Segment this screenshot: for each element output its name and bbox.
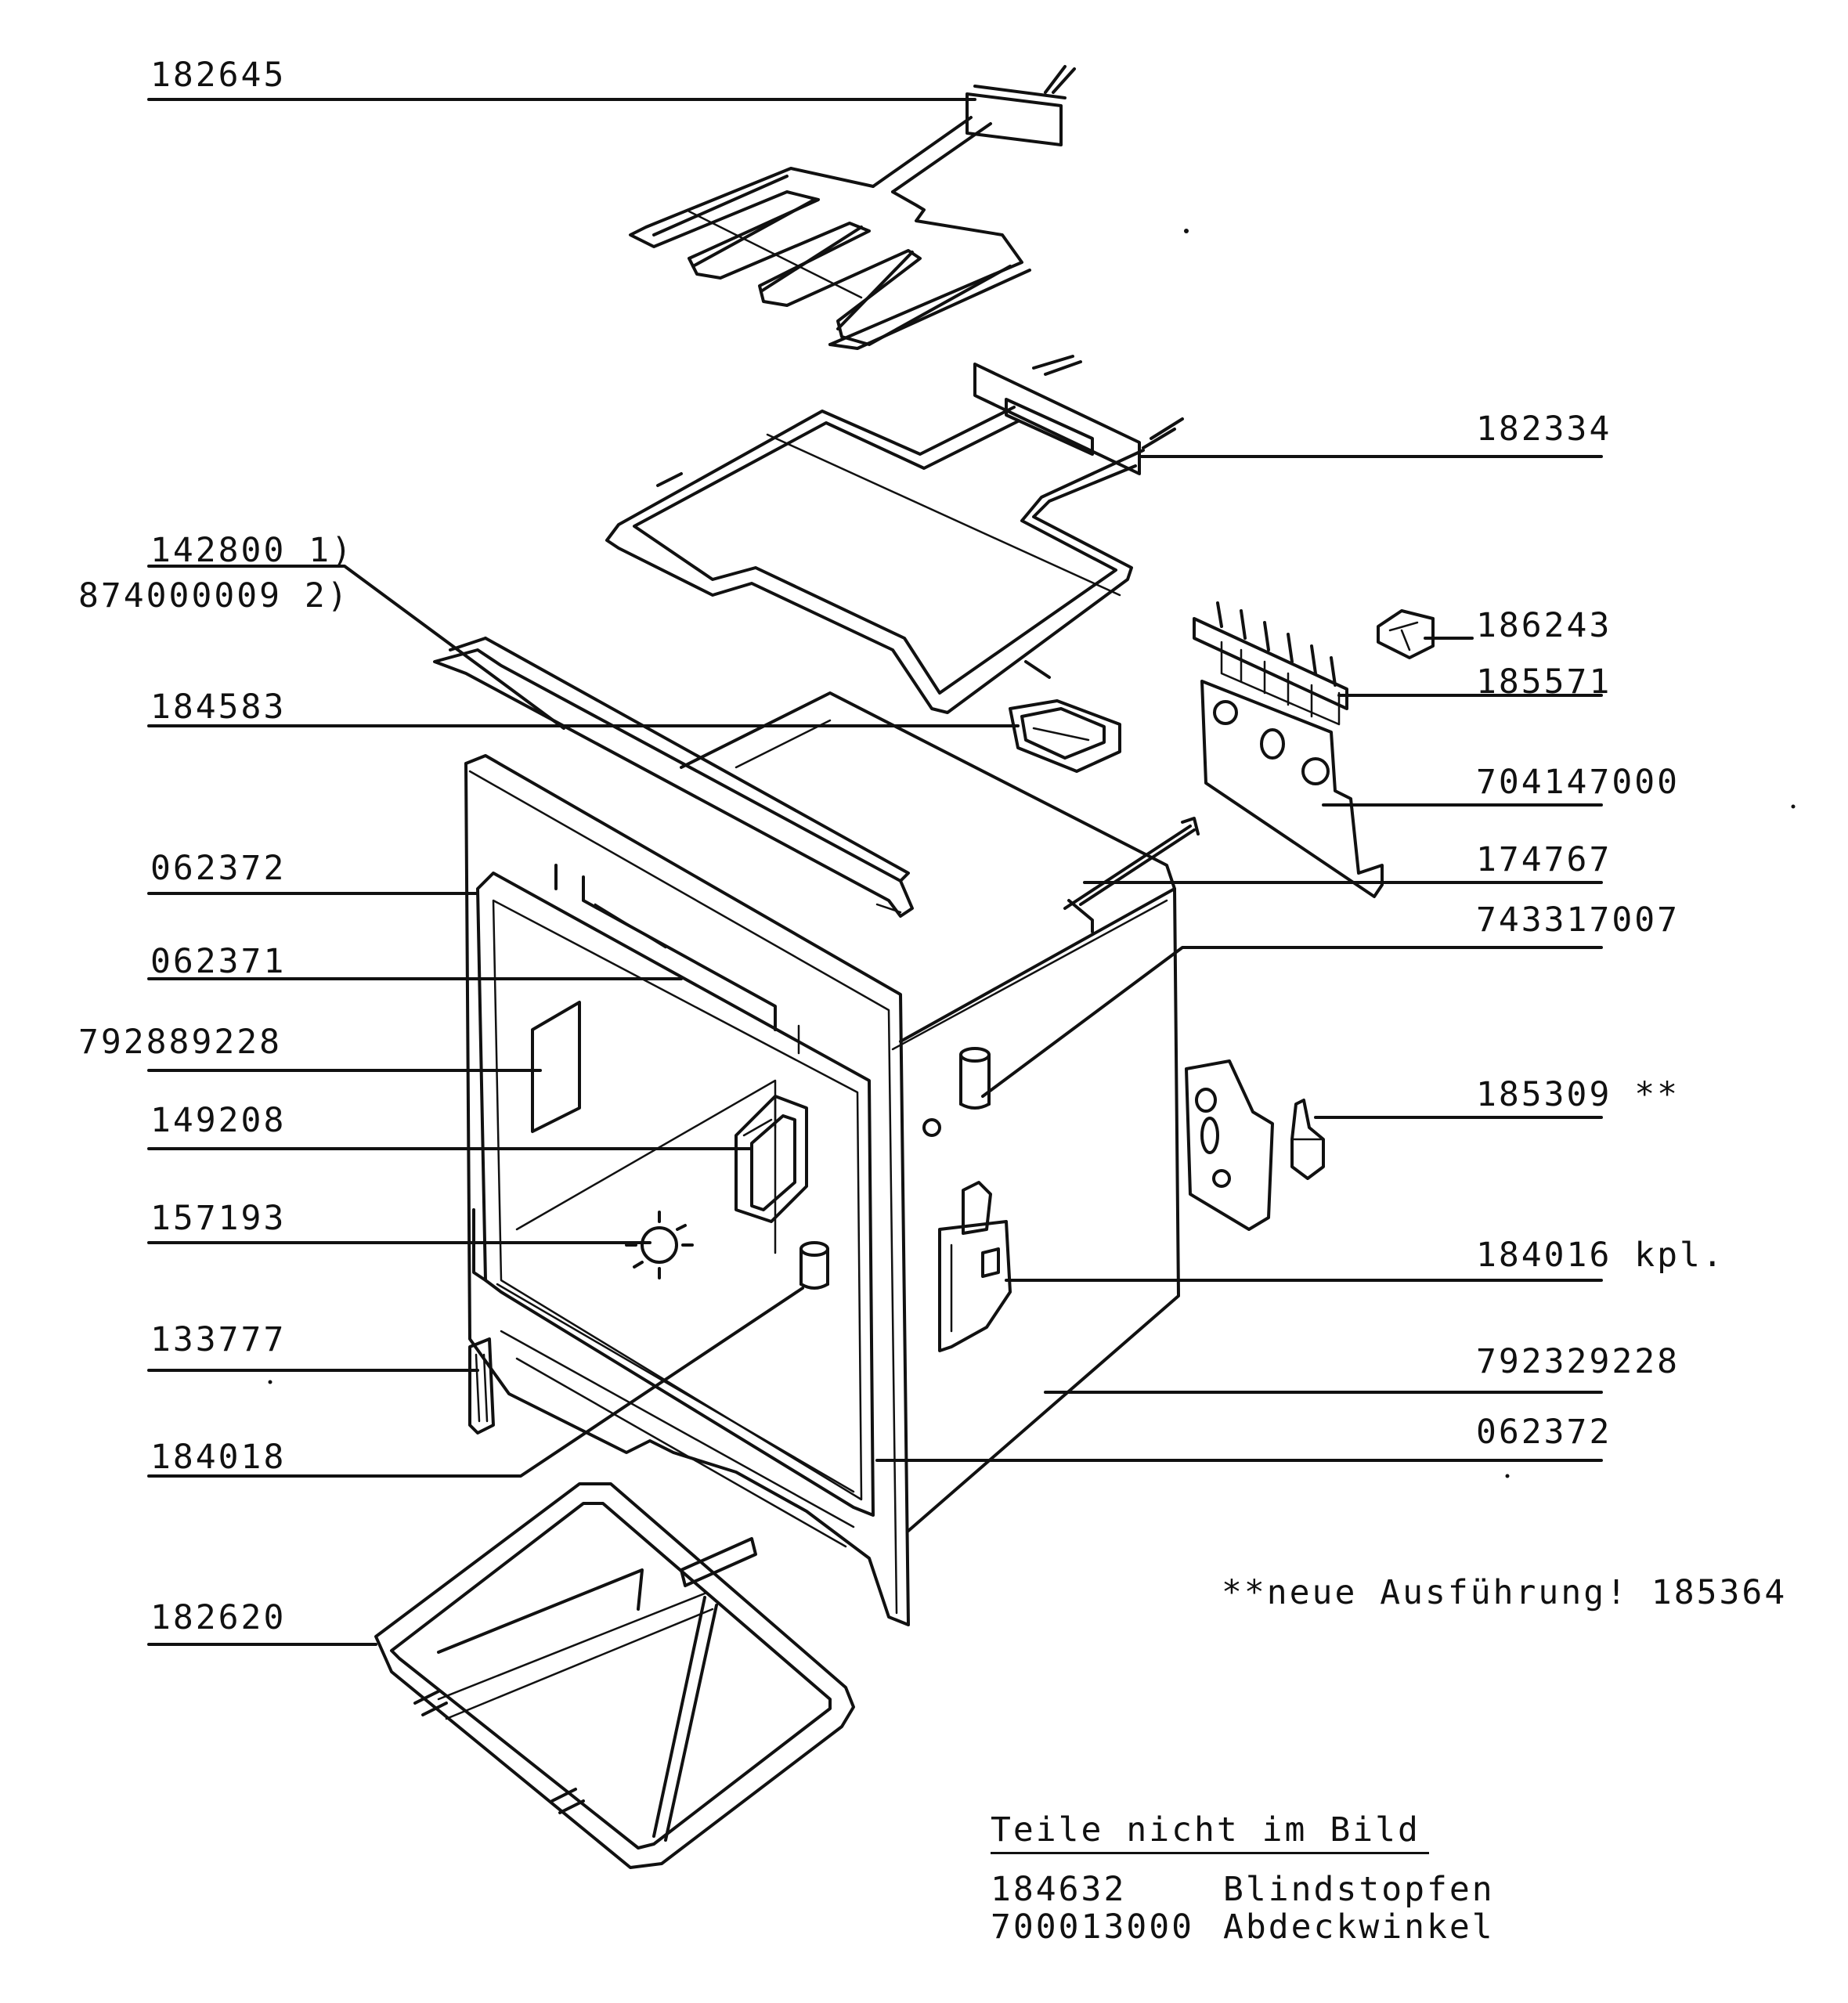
parts-not-shown-name-1: Blindstopfen (1223, 1870, 1495, 1909)
part-label-184016: 184016 kpl. (1476, 1236, 1725, 1275)
part-label-142800: 142800 1) (150, 531, 354, 570)
part-label-149208: 149208 (150, 1101, 287, 1140)
part-label-185309: 185309 ** (1476, 1075, 1680, 1114)
glass-panel (531, 1001, 581, 1133)
small-knob (799, 1241, 829, 1290)
terminal-block (1193, 601, 1348, 726)
part-label-182645: 182645 (150, 56, 287, 95)
leader-184018 (147, 1287, 804, 1478)
part-label-182620: 182620 (150, 1598, 287, 1637)
part-label-062372-top: 062372 (150, 849, 287, 888)
part-label-184583: 184583 (150, 688, 287, 727)
leader-lines (147, 98, 1603, 1646)
part-label-743317007: 743317007 (1476, 900, 1680, 940)
part-label-874000009: 874000009 2) (78, 576, 350, 615)
parts-not-shown-name-2: Abdeckwinkel (1223, 1907, 1495, 1947)
fan-cover (625, 1211, 694, 1279)
part-label-062371: 062371 (150, 942, 287, 981)
oven-muffle-body (464, 691, 1180, 1626)
side-bracket (1185, 1059, 1274, 1231)
part-label-174767: 174767 (1476, 840, 1612, 879)
lamp-cover (735, 1095, 808, 1223)
part-label-792329228: 792329228 (1476, 1342, 1680, 1381)
lamp-holder (1009, 699, 1121, 773)
cylinder-sensor (922, 1047, 991, 1137)
small-bracket (1063, 817, 1200, 933)
part-label-062372-bottom: 062372 (1476, 1413, 1612, 1452)
plug-holder (1377, 609, 1435, 659)
heading-underline (991, 1852, 1429, 1854)
leader-142800 (147, 565, 565, 730)
part-label-185571: 185571 (1476, 662, 1612, 702)
new-version-note: **neue Ausführung! 185364 (1222, 1573, 1788, 1612)
parts-not-shown-heading: Teile nicht im Bild (991, 1810, 1420, 1850)
lower-heating-element (605, 355, 1184, 714)
bottom-heating-element (374, 1482, 855, 1869)
part-label-133777: 133777 (150, 1320, 287, 1359)
hinge-clip (468, 1337, 495, 1435)
door-catch (938, 1181, 1012, 1352)
grill-heating-element (629, 65, 1076, 350)
part-label-157193: 157193 (150, 1199, 287, 1238)
scan-dots (268, 229, 1796, 1478)
part-label-186243: 186243 (1476, 606, 1612, 645)
part-label-184018: 184018 (150, 1438, 287, 1477)
part-label-792889228: 792889228 (78, 1023, 282, 1062)
top-cover-strip (433, 637, 914, 918)
part-label-704147000: 704147000 (1476, 763, 1680, 802)
part-label-182334: 182334 (1476, 410, 1612, 449)
thermo-switch (1290, 1099, 1325, 1180)
leader-743317007 (981, 946, 1603, 1098)
parts-not-shown-number-2: 700013000 (991, 1907, 1194, 1947)
parts-not-shown-number-1: 184632 (991, 1870, 1127, 1909)
mounting-plate (1200, 680, 1384, 898)
